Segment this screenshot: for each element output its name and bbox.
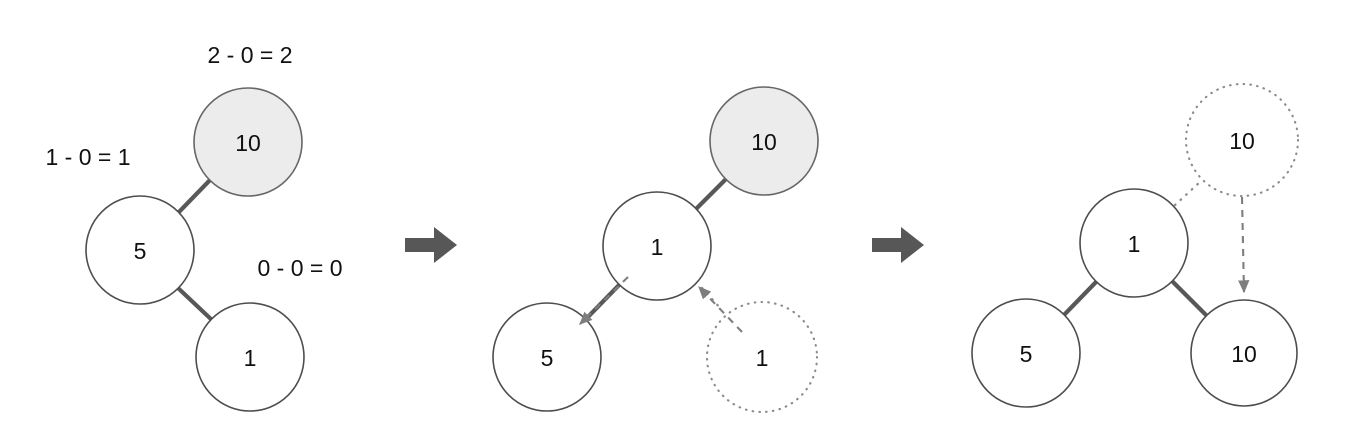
node-1-ghost-p2-label: 1 [756,345,769,371]
dotted-edge-p3-1-to-ghost [1173,180,1202,207]
node-10-ghost-p3-circle[interactable] [1184,82,1300,198]
move-arrow-up-left-p2 [698,286,743,333]
node-10-root-p2[interactable]: 10 [709,86,819,196]
step-arrow-1-to-2 [405,227,457,263]
node-1-circle[interactable] [195,302,305,412]
move-arrow-down-left-p2 [579,276,629,325]
panel-balanced-result-tree: 10 1 5 10 [971,82,1300,408]
node-1-ghost-p2[interactable]: 1 [705,300,819,414]
balance-factor-label-node-1: 0 - 0 = 0 [257,255,342,281]
node-1-root-p3-circle[interactable] [1079,188,1189,298]
edge-p3-1-to-10 [1170,279,1209,318]
node-5-p2-circle[interactable] [492,302,602,412]
move-arrow-down-p3 [1238,196,1250,294]
balance-factor-label-node-10: 2 - 0 = 2 [207,42,292,68]
node-10-right-child-p3-label: 10 [1231,341,1257,367]
node-10-root-circle[interactable] [193,87,303,197]
node-1-leaf[interactable]: 1 [195,302,305,412]
node-1-promoted-p2-circle[interactable] [602,191,712,301]
node-10-root-label: 10 [235,130,261,156]
node-5-p2-label: 5 [541,345,554,371]
edge-p3-1-to-5 [1061,279,1099,318]
balance-factor-label-node-5: 1 - 0 = 1 [45,144,130,170]
node-5-p2[interactable]: 5 [492,302,602,412]
node-1-promoted-p2-label: 1 [651,234,664,260]
node-1-promoted-p2[interactable]: 1 [602,191,712,301]
node-10-right-child-p3-circle[interactable] [1190,299,1298,407]
node-10-right-child-p3[interactable]: 10 [1190,299,1298,407]
step-arrow-2-to-3 [872,227,924,263]
node-10-root[interactable]: 10 [193,87,303,197]
node-1-label: 1 [244,345,257,371]
step-arrow-2-shape [872,227,924,263]
edge-10-to-5 [176,177,213,215]
node-1-root-p3[interactable]: 1 [1079,188,1189,298]
node-5-p3-label: 5 [1020,341,1033,367]
node-1-root-p3-label: 1 [1128,231,1141,257]
node-5-left-child[interactable]: 5 [85,195,195,305]
edge-5-to-1 [176,286,215,323]
node-5-p3[interactable]: 5 [971,298,1081,408]
node-10-ghost-p3[interactable]: 10 [1184,82,1300,198]
node-5-circle[interactable] [85,195,195,305]
step-arrow-1-shape [405,227,457,263]
node-10-root-p2-label: 10 [751,129,777,155]
node-10-root-p2-circle[interactable] [709,86,819,196]
node-1-ghost-p2-circle[interactable] [705,300,819,414]
edge-p2-10-to-1 [692,176,729,213]
node-5-label: 5 [134,238,147,264]
panel-initial-unbalanced-tree: 10 5 1 2 - 0 = 2 1 - 0 = 1 0 - 0 = 0 [45,42,343,412]
panel-first-rotation-step: 10 1 5 1 [492,86,819,414]
dotted-edge-p2-1-to-ghost [700,286,724,312]
node-10-ghost-p3-label: 10 [1229,128,1255,154]
node-5-p3-circle[interactable] [971,298,1081,408]
